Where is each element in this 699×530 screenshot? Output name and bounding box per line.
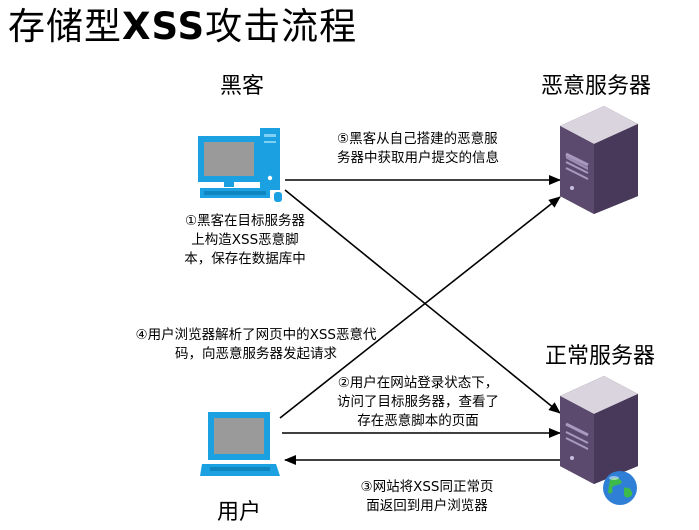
- step5-note: ⑤黑客从自己搭建的恶意服 务器中获取用户提交的信息: [337, 130, 499, 168]
- step1-line: ①黑客在目标服务器: [184, 213, 306, 229]
- step4-line: 码，向恶意服务器发起请求: [175, 346, 337, 362]
- arrow-step1: [284, 189, 561, 414]
- step1-line: 上构造XSS恶意脚: [191, 232, 299, 248]
- step3-note: ③网站将XSS同正常页 面返回到用户浏览器: [352, 478, 502, 516]
- step2-line: ②用户在网站登录状态下，: [337, 375, 499, 391]
- laptop-icon: [200, 412, 280, 476]
- server-tower-icon: [560, 376, 638, 484]
- desktop-computer-icon: [198, 128, 282, 202]
- server-tower-icon: [560, 106, 638, 214]
- arrow-step4: [279, 196, 561, 419]
- step4-line: ④用户浏览器解析了网页中的XSS恶意代: [135, 327, 377, 343]
- step2-note: ②用户在网站登录状态下， 访问了目标服务器，查看了 存在恶意脚本的页面: [332, 374, 504, 431]
- label-hacker: 黑客: [220, 74, 265, 99]
- step1-note: ①黑客在目标服务器 上构造XSS恶意脚 本，保存在数据库中: [170, 212, 320, 269]
- step5-line: ⑤黑客从自己搭建的恶意服: [337, 131, 498, 147]
- title-emphasis: XSS: [122, 5, 206, 48]
- label-normal-server: 正常服务器: [545, 344, 656, 369]
- label-malicious-server: 恶意服务器: [541, 74, 652, 99]
- globe-icon: [603, 471, 637, 505]
- step5-line: 务器中获取用户提交的信息: [337, 150, 499, 166]
- title-suffix: 攻击流程: [205, 5, 358, 48]
- step4-note: ④用户浏览器解析了网页中的XSS恶意代 码，向恶意服务器发起请求: [120, 326, 392, 364]
- step1-line: 本，保存在数据库中: [184, 251, 306, 267]
- step2-line: 访问了目标服务器，查看了: [337, 394, 499, 410]
- step3-line: 面返回到用户浏览器: [366, 498, 488, 514]
- step2-line: 存在恶意脚本的页面: [357, 413, 479, 429]
- page-title: 存储型XSS攻击流程: [8, 4, 357, 50]
- label-user: 用户: [217, 500, 262, 525]
- step3-line: ③网站将XSS同正常页: [360, 479, 494, 495]
- title-prefix: 存储型: [8, 5, 122, 48]
